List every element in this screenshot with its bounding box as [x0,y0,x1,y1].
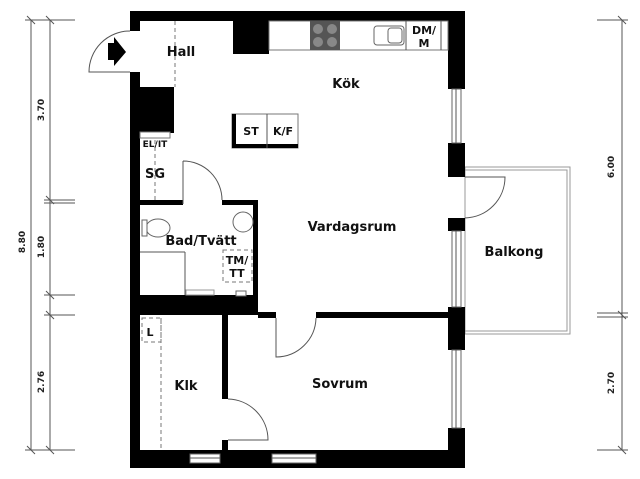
dim-right-1: 6.00 [607,156,617,178]
dim-left-total: 8.80 [18,231,28,253]
room-kok: Kök [332,77,360,92]
doors [88,30,506,441]
room-klk: Klk [174,379,198,394]
dimension-lines-left [25,15,75,455]
stove-icon [310,21,340,50]
kitchen-counter [268,20,449,51]
label-tm-2: TT [229,267,245,280]
dim-left-2: 1.80 [37,236,47,258]
windows [189,88,462,464]
balcony-outline [464,166,571,335]
dim-left-3: 2.76 [37,371,47,393]
label-st: ST [243,125,259,138]
room-hall: Hall [167,45,196,60]
washbasin-icon [232,211,254,233]
bath-fixtures [139,131,254,297]
label-kf: K/F [273,125,293,138]
entrance-arrow-icon [108,37,126,66]
label-l: L [146,326,153,339]
room-bad: Bad/Tvätt [165,234,236,249]
dim-right-2: 2.70 [607,372,617,394]
storage-box [231,113,299,149]
label-tm-1: TM/ [226,254,249,267]
label-dm-1: DM/ [412,24,437,37]
dimension-lines-right [597,15,628,455]
label-dm-2: M [419,37,430,50]
room-balkong: Balkong [485,245,544,260]
label-elit: EL/IT [143,140,169,150]
room-sovrum: Sovrum [312,377,368,392]
dim-left-1: 3.70 [37,99,47,121]
room-vardagsrum: Vardagsrum [308,220,397,235]
sink-icon [373,25,405,46]
label-sg: SG [145,167,165,182]
